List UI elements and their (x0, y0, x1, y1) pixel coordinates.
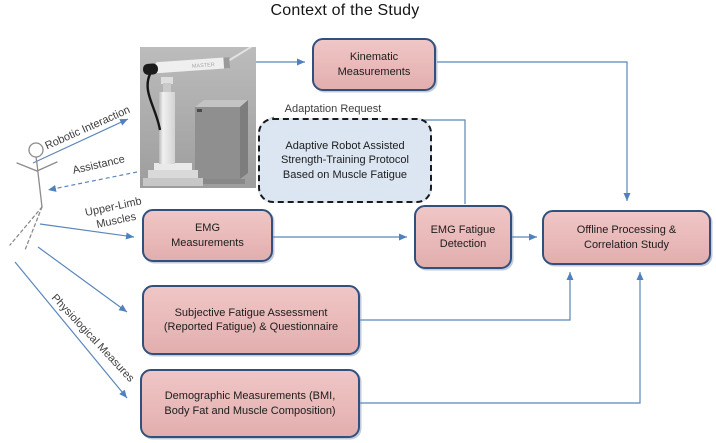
cable (146, 73, 162, 131)
adaptive-protocol-label: Adaptive Robot Assisted Strength-Trainin… (281, 140, 409, 181)
arrow-upper-limb-to-emg (39, 223, 135, 240)
arrow-kinematic-to-offline (437, 61, 631, 201)
offline-processing-box: Offline Processing & Correlation Study (542, 210, 711, 265)
base (143, 163, 203, 186)
robot-device-photo: MASTER (140, 45, 256, 188)
arrow-demographic-to-offline (360, 272, 644, 404)
subjective-fatigue-label: Subjective Fatigue Assessment (Reported … (163, 306, 339, 333)
arm: MASTER (142, 45, 253, 75)
arrow-assistance (47, 171, 138, 192)
arrow-robotic-interaction (32, 118, 129, 164)
arrow-to-subjective (37, 246, 128, 313)
adaptive-protocol-box: Adaptive Robot Assisted Strength-Trainin… (258, 118, 432, 203)
arrow-to-demographic (14, 261, 128, 399)
demographic-measurements-box: Demographic Measurements (BMI, Body Fat … (140, 369, 360, 438)
offline-processing-label: Offline Processing & Correlation Study (576, 224, 677, 251)
column (159, 77, 175, 164)
subjective-fatigue-box: Subjective Fatigue Assessment (Reported … (142, 285, 360, 355)
arrow-subjective-to-offline (360, 272, 574, 321)
kinematic-measurements-label: Kinematic Measurements (337, 51, 411, 78)
emg-fatigue-detection-box: EMG Fatigue Detection (414, 205, 512, 269)
emg-measurements-label: EMG Measurements (171, 222, 244, 249)
emg-measurements-box: EMG Measurements (142, 209, 273, 262)
demographic-measurements-label: Demographic Measurements (BMI, Body Fat … (164, 390, 336, 417)
diagram-title: Context of the Study (270, 2, 420, 19)
device-brand-label: MASTER (192, 62, 215, 70)
person-stick-figure-icon (9, 142, 58, 251)
adaptation-request-label: Adaptation Request (284, 103, 382, 115)
kinematic-measurements-box: Kinematic Measurements (312, 38, 436, 91)
emg-fatigue-detection-label: EMG Fatigue Detection (430, 223, 496, 250)
cabinet (195, 100, 248, 184)
